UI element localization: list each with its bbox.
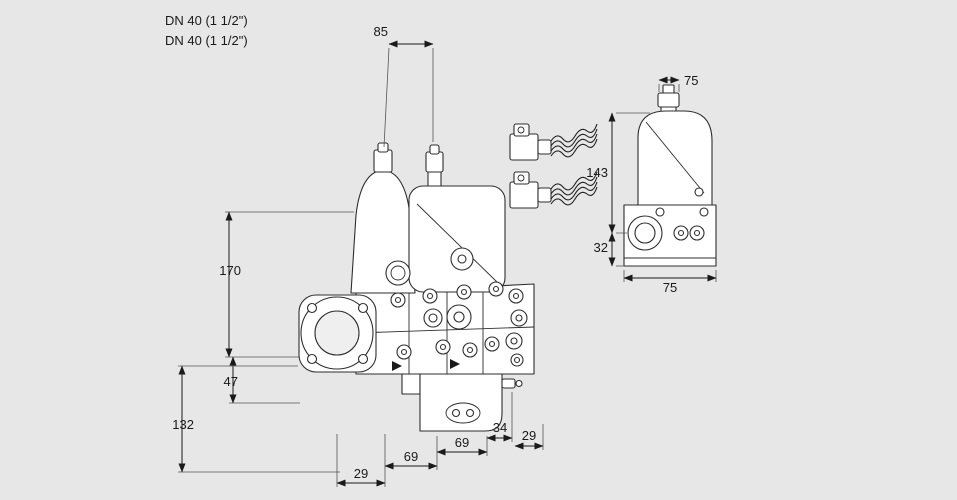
dim-85-label: 85 [374, 24, 388, 39]
side-dim-75-top: 75 [658, 73, 698, 92]
dim-132: 132 [172, 365, 340, 473]
dim-29-bottom-right: 29 [514, 424, 544, 450]
side-dim-75-bottom-label: 75 [663, 280, 677, 295]
cable-connector-2 [509, 171, 598, 209]
side-dim-143-label: 143 [586, 165, 608, 180]
dn-label-1: DN 40 (1 1/2") [165, 13, 248, 28]
side-dim-32-label: 32 [594, 240, 608, 255]
cable-connector-1 [509, 123, 598, 161]
dim-29-bottom-left: 29 [336, 434, 386, 487]
dim-34: 34 [486, 392, 513, 442]
main-valve-drawing [298, 123, 598, 432]
dim-34-label: 34 [493, 420, 507, 435]
dim-170-label: 170 [219, 263, 241, 278]
dim-29-bottom-left-label: 29 [354, 466, 368, 481]
dn-labels: DN 40 (1 1/2") DN 40 (1 1/2") [165, 13, 248, 48]
bottom-block [401, 373, 523, 432]
body-ports [390, 281, 528, 367]
side-dim-75-bottom: 75 [623, 270, 717, 295]
dim-69-left-label: 69 [404, 449, 418, 464]
side-dim-32: 32 [594, 232, 624, 267]
dim-69-right-label: 69 [455, 435, 469, 450]
dim-47: 47 [224, 356, 300, 404]
dim-85: 85 [374, 24, 434, 148]
dim-69-left: 69 [384, 436, 438, 470]
pipe-flange [298, 294, 377, 373]
dim-170: 170 [219, 211, 354, 358]
side-dim-143: 143 [586, 112, 650, 234]
conduit-ring [385, 260, 411, 286]
dn-label-2: DN 40 (1 1/2") [165, 33, 248, 48]
dim-29-bottom-right-label: 29 [522, 428, 536, 443]
valve-body [355, 283, 535, 375]
right-actuator [408, 144, 506, 293]
dim-47-label: 47 [224, 374, 238, 389]
dim-132-label: 132 [172, 417, 194, 432]
dim-69-right: 69 [436, 435, 488, 456]
side-dim-75-top-label: 75 [684, 73, 698, 88]
side-view-valve [623, 84, 717, 267]
